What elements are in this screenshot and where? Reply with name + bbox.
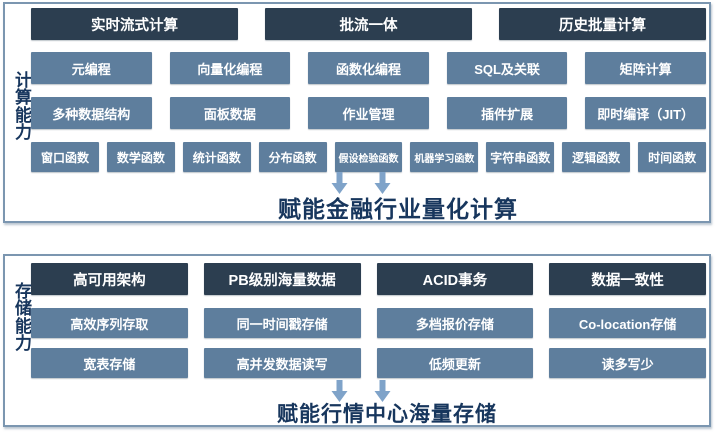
time-functions-box: 时间函数	[638, 142, 707, 172]
compute-row-3: 多种数据结构 面板数据 作业管理 插件扩展 即时编译（JIT）	[31, 97, 706, 129]
storage-row-2: 高效序列存取 同一时间戳存储 多档报价存储 Co-location存储	[31, 308, 706, 338]
acid-transactions-box: ACID事务	[376, 263, 534, 295]
batch-stream-unified-box: 批流一体	[265, 8, 472, 40]
high-concurrency-read-write-box: 高并发数据读写	[203, 348, 361, 378]
compute-arrows	[331, 172, 391, 199]
machine-learning-functions-box: 机器学习函数	[410, 142, 479, 172]
multi-level-quote-storage-box: 多档报价存储	[376, 308, 534, 338]
metaprogramming-box: 元编程	[31, 52, 152, 84]
compute-side-label: 计算能力	[15, 71, 32, 142]
storage-row-3: 宽表存储 高并发数据读写 低频更新 读多写少	[31, 348, 706, 378]
job-management-box: 作业管理	[308, 97, 429, 129]
wide-table-storage-box: 宽表存储	[31, 348, 188, 378]
sql-and-joins-box: SQL及关联	[446, 52, 568, 84]
compute-row-2: 元编程 向量化编程 函数化编程 SQL及关联 矩阵计算	[31, 52, 706, 84]
down-arrow-icon	[331, 380, 348, 407]
storage-caption: 赋能行情中心海量存储	[277, 403, 497, 426]
down-arrow-icon	[331, 172, 348, 199]
window-functions-box: 窗口函数	[31, 142, 99, 172]
statistical-functions-box: 统计函数	[182, 142, 251, 172]
historical-batch-computing-box: 历史批量计算	[499, 8, 706, 40]
hypothesis-testing-functions-box: 假设检验函数	[334, 142, 403, 172]
efficient-sequential-access-box: 高效序列存取	[31, 308, 188, 338]
co-location-storage-box: Co-location存储	[549, 308, 706, 338]
distribution-functions-box: 分布函数	[258, 142, 327, 172]
functional-programming-box: 函数化编程	[308, 52, 429, 84]
pb-scale-massive-data-box: PB级别海量数据	[203, 263, 361, 295]
compute-caption: 赋能金融行业量化计算	[278, 196, 518, 222]
plugin-extension-box: 插件扩展	[446, 97, 568, 129]
jit-compilation-box: 即时编译（JIT）	[585, 97, 706, 129]
data-consistency-box: 数据一致性	[549, 263, 706, 295]
compute-row-4: 窗口函数 数学函数 统计函数 分布函数 假设检验函数 机器学习函数 字符串函数 …	[31, 142, 707, 172]
storage-header-row: 高可用架构 PB级别海量数据 ACID事务 数据一致性	[31, 263, 706, 295]
multiple-data-structures-box: 多种数据结构	[31, 97, 152, 129]
storage-panel: 存储能力 高可用架构 PB级别海量数据 ACID事务 数据一致性 高效序列存取 …	[3, 254, 711, 427]
down-arrow-icon	[374, 380, 391, 407]
same-timestamp-storage-box: 同一时间戳存储	[203, 308, 361, 338]
vectorized-programming-box: 向量化编程	[169, 52, 291, 84]
math-functions-box: 数学函数	[106, 142, 175, 172]
low-frequency-update-box: 低频更新	[376, 348, 534, 378]
storage-arrows	[331, 380, 391, 407]
string-functions-box: 字符串函数	[486, 142, 555, 172]
read-more-write-less-box: 读多写少	[549, 348, 706, 378]
realtime-streaming-computing-box: 实时流式计算	[31, 8, 238, 40]
matrix-computation-box: 矩阵计算	[585, 52, 706, 84]
panel-data-box: 面板数据	[169, 97, 291, 129]
compute-panel: 计算能力 实时流式计算 批流一体 历史批量计算 元编程 向量化编程 函数化编程 …	[3, 2, 711, 223]
down-arrow-icon	[374, 172, 391, 199]
storage-side-label: 存储能力	[15, 282, 32, 353]
compute-header-row: 实时流式计算 批流一体 历史批量计算	[31, 8, 706, 40]
high-availability-architecture-box: 高可用架构	[31, 263, 188, 295]
logic-functions-box: 逻辑函数	[562, 142, 631, 172]
